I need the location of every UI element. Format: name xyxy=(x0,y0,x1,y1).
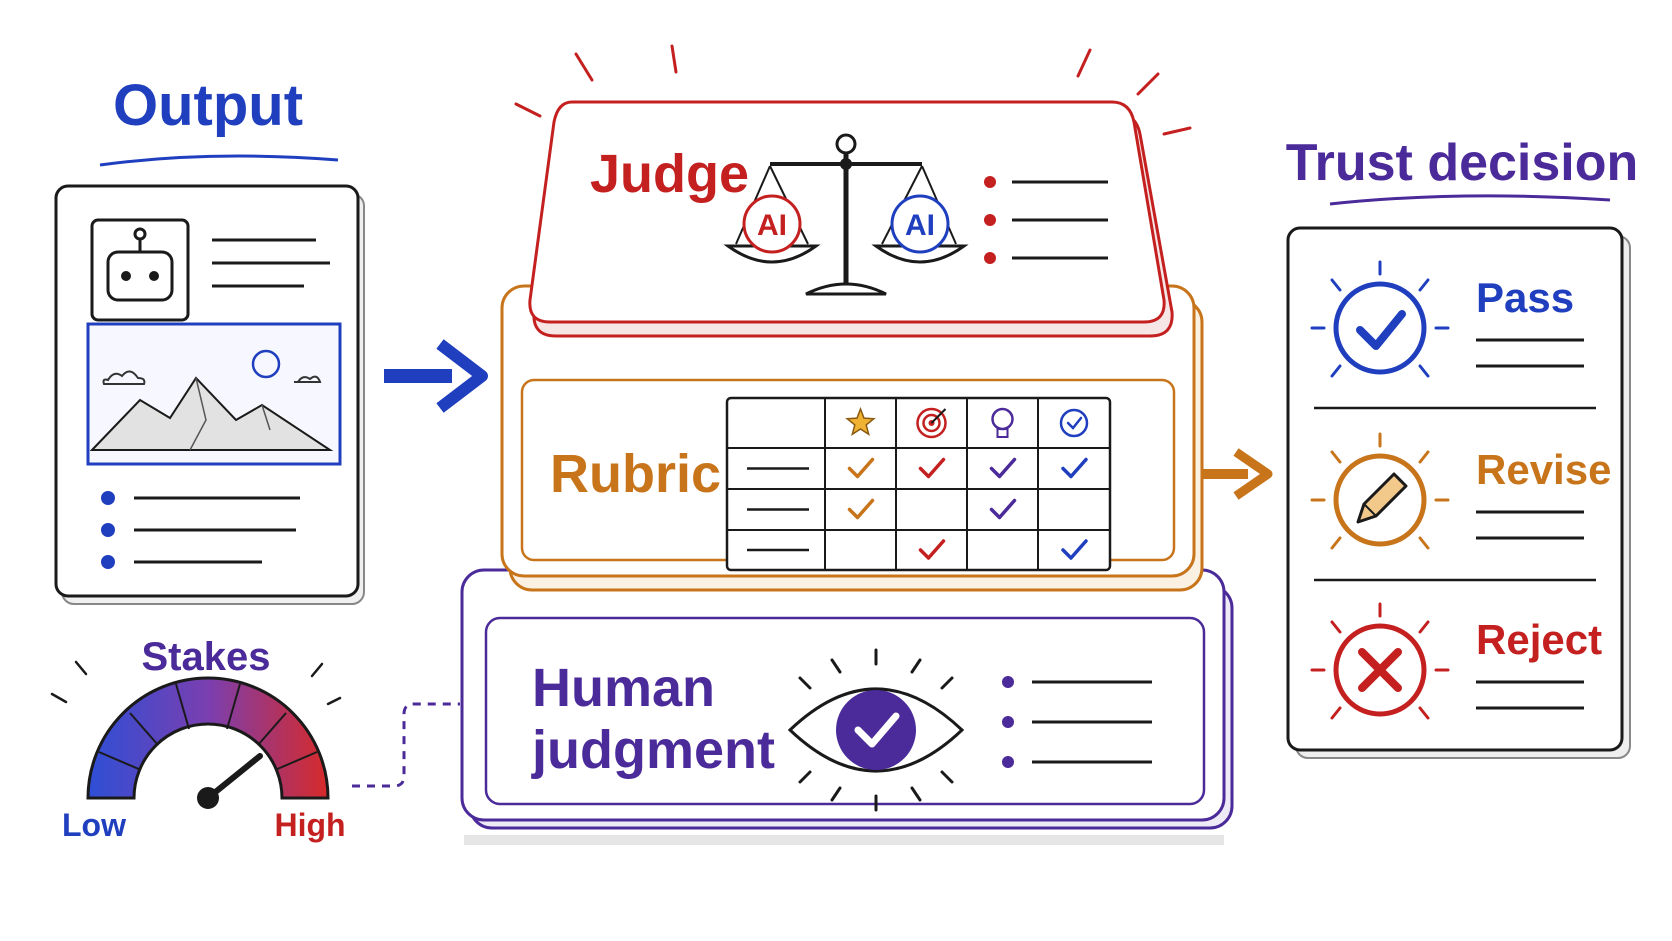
rubric-table-frame xyxy=(725,396,1112,572)
rubric-check-mark xyxy=(847,498,875,520)
robot-icon xyxy=(90,218,190,322)
reject-x-icon xyxy=(1310,602,1450,720)
gauge-pivot xyxy=(197,787,219,809)
ai-right-label: AI xyxy=(905,209,935,242)
star-icon xyxy=(845,406,876,436)
layer-judge: Judge AI AI xyxy=(514,44,1192,338)
rubric-check-mark xyxy=(918,457,946,479)
pass-label: Pass xyxy=(1476,274,1574,321)
stakes-gauge: Stakes Low High xyxy=(50,635,460,843)
rubric-check-mark xyxy=(847,457,875,479)
trust-decision-section: Trust decision Pass xyxy=(1286,134,1639,759)
layer-human-judgment: Human judgment xyxy=(460,568,1234,845)
trust-option-pass: Pass xyxy=(1310,260,1584,378)
rubric-label: Rubric xyxy=(550,444,721,504)
target-icon xyxy=(916,407,947,439)
balance-scale-icon: AI AI xyxy=(723,133,969,296)
stakes-to-human-connector xyxy=(352,702,460,788)
trust-option-reject: Reject xyxy=(1310,602,1602,720)
human-label-line2: judgment xyxy=(531,720,775,780)
rubric-check-mark xyxy=(989,498,1017,520)
output-bullet-list xyxy=(101,491,300,569)
stakes-low-label: Low xyxy=(62,807,126,843)
pass-check-icon xyxy=(1310,260,1450,378)
layer-rubric: Rubric xyxy=(500,284,1204,592)
ai-left-label: AI xyxy=(757,209,787,242)
eye-check-icon xyxy=(787,648,965,812)
arrow-stack-to-trust xyxy=(1202,448,1273,500)
lightbulb-icon xyxy=(991,407,1014,438)
gauge-needle xyxy=(205,753,263,801)
rubric-check-mark xyxy=(989,457,1017,479)
check-circle-icon xyxy=(1059,408,1089,438)
judge-highlight-rays xyxy=(514,44,1192,136)
revise-pencil-icon xyxy=(1310,432,1450,550)
human-bullet-list xyxy=(1002,676,1152,768)
reject-label: Reject xyxy=(1476,616,1602,663)
rubric-table xyxy=(725,396,1112,572)
arrow-output-to-judge xyxy=(384,339,488,413)
rubric-check-mark xyxy=(918,539,946,560)
trust-underline xyxy=(1329,194,1611,206)
output-section: Output xyxy=(54,73,365,605)
rubric-check-mark xyxy=(1061,457,1088,479)
output-underline xyxy=(99,154,339,167)
landscape-image-icon xyxy=(86,322,342,466)
header-text-lines xyxy=(212,238,330,288)
output-document xyxy=(54,184,365,605)
human-label-line1: Human xyxy=(532,658,715,718)
stakes-title: Stakes xyxy=(142,635,271,679)
judge-label: Judge xyxy=(590,144,749,204)
judge-bullet-list xyxy=(984,176,1108,264)
trust-title: Trust decision xyxy=(1286,134,1639,192)
stakes-high-label: High xyxy=(274,807,345,843)
rubric-check-mark xyxy=(1061,539,1088,560)
trust-option-revise: Revise xyxy=(1310,432,1611,550)
revise-label: Revise xyxy=(1476,446,1611,493)
output-title: Output xyxy=(113,73,303,138)
